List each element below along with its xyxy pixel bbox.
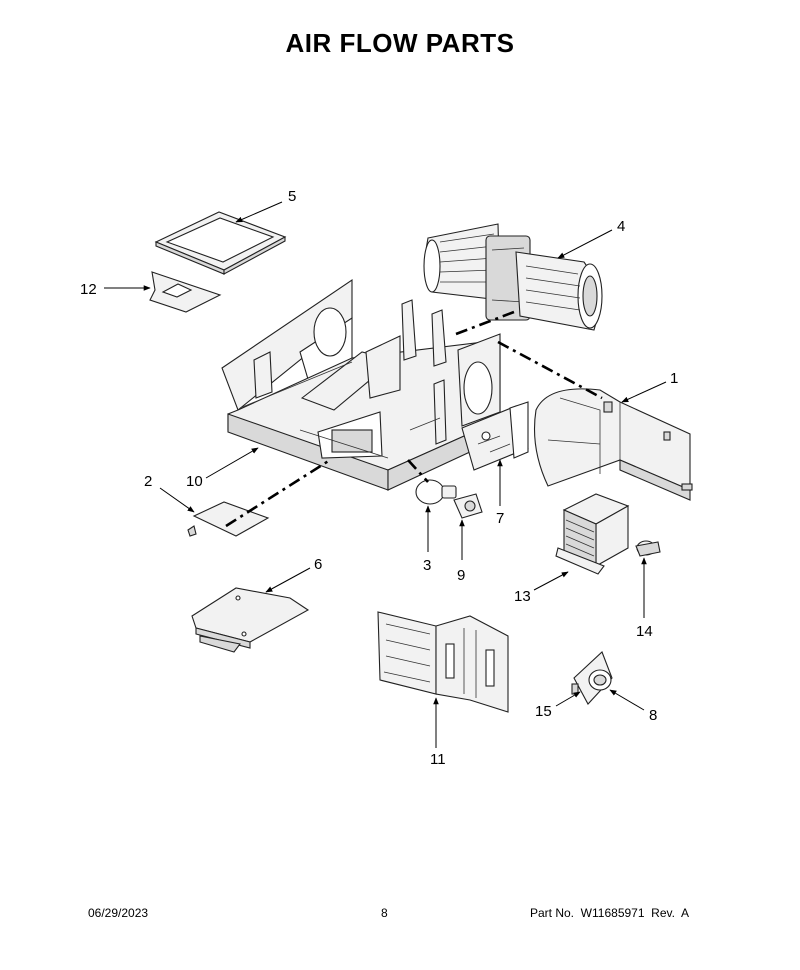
part-13-transformer [555,493,630,575]
callout-6: 6 [314,556,322,573]
callout-4: 4 [617,218,625,235]
part-12-grille-plate [149,271,222,313]
callout-15: 15 [535,703,552,720]
callout-9: 9 [457,567,465,584]
callout-12: 12 [80,281,97,298]
part-9-lamp-socket [453,493,483,519]
page-title: AIR FLOW PARTS [285,28,515,58]
part-3-light-bulb [415,479,457,505]
footer-page-number: 8 [381,906,388,920]
part-14-thermal-cutoff [635,540,661,557]
part-7-bracket [461,401,529,471]
part-11-air-guide [377,611,509,713]
assembly-lines [225,310,603,528]
callout-8: 8 [649,707,657,724]
part-1-exhaust-duct [533,388,693,501]
part-10-duct-housing [221,278,501,491]
callout-11: 11 [430,751,446,768]
callout-2: 2 [144,473,152,490]
callout-3: 3 [423,557,431,574]
footer-part-number: Part No. W11685971 Rev. A [530,906,689,920]
callout-14: 14 [636,623,653,640]
part-6-bottom-plate [191,587,310,653]
part-4-blower-motor [423,223,603,331]
part-5-filter-frame [154,211,287,275]
footer-date: 06/29/2023 [88,906,149,920]
part-2-plate [187,501,270,537]
callout-1: 1 [670,370,678,387]
callout-5: 5 [288,188,296,205]
callout-7: 7 [496,510,504,527]
callout-10: 10 [186,473,203,490]
leader-lines [104,201,667,748]
part-15-8-motor-bracket [571,651,613,705]
callout-13: 13 [514,588,531,605]
